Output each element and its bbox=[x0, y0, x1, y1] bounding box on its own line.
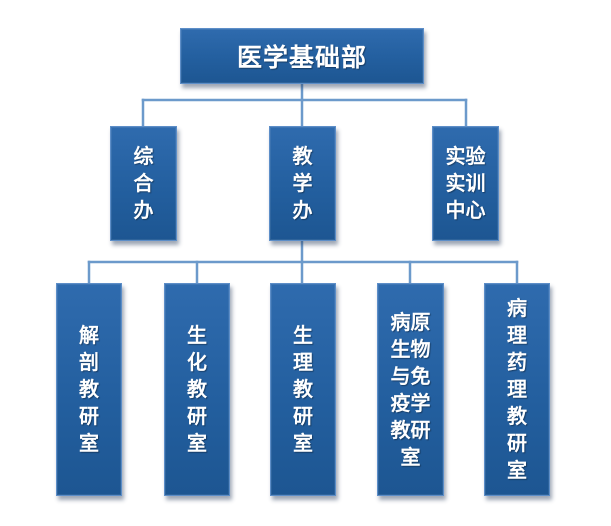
node-pathogen-immunology-label: 病原生物与免疫学教研室 bbox=[390, 309, 431, 469]
node-general-office-label: 综合办 bbox=[133, 144, 154, 222]
node-lab-training-center-label: 实验实训中心 bbox=[445, 144, 486, 222]
node-anatomy: 解剖教研室 bbox=[56, 283, 122, 496]
node-lab-training-center: 实验实训中心 bbox=[432, 126, 499, 241]
node-pathology-pharmacology: 病理药理教研室 bbox=[484, 283, 550, 496]
node-physiology-label: 生理教研室 bbox=[293, 323, 313, 455]
node-physiology: 生理教研室 bbox=[270, 283, 336, 496]
node-biochemistry-label: 生化教研室 bbox=[187, 323, 207, 455]
node-pathology-pharmacology-label: 病理药理教研室 bbox=[507, 296, 527, 482]
node-teaching-office: 教学办 bbox=[269, 126, 336, 241]
node-root: 医学基础部 bbox=[180, 28, 424, 84]
node-teaching-office-label: 教学办 bbox=[292, 144, 313, 222]
node-root-label: 医学基础部 bbox=[236, 43, 367, 72]
node-pathogen-immunology: 病原生物与免疫学教研室 bbox=[377, 283, 444, 496]
node-general-office: 综合办 bbox=[110, 126, 177, 241]
node-anatomy-label: 解剖教研室 bbox=[79, 323, 99, 455]
node-biochemistry: 生化教研室 bbox=[164, 283, 230, 496]
